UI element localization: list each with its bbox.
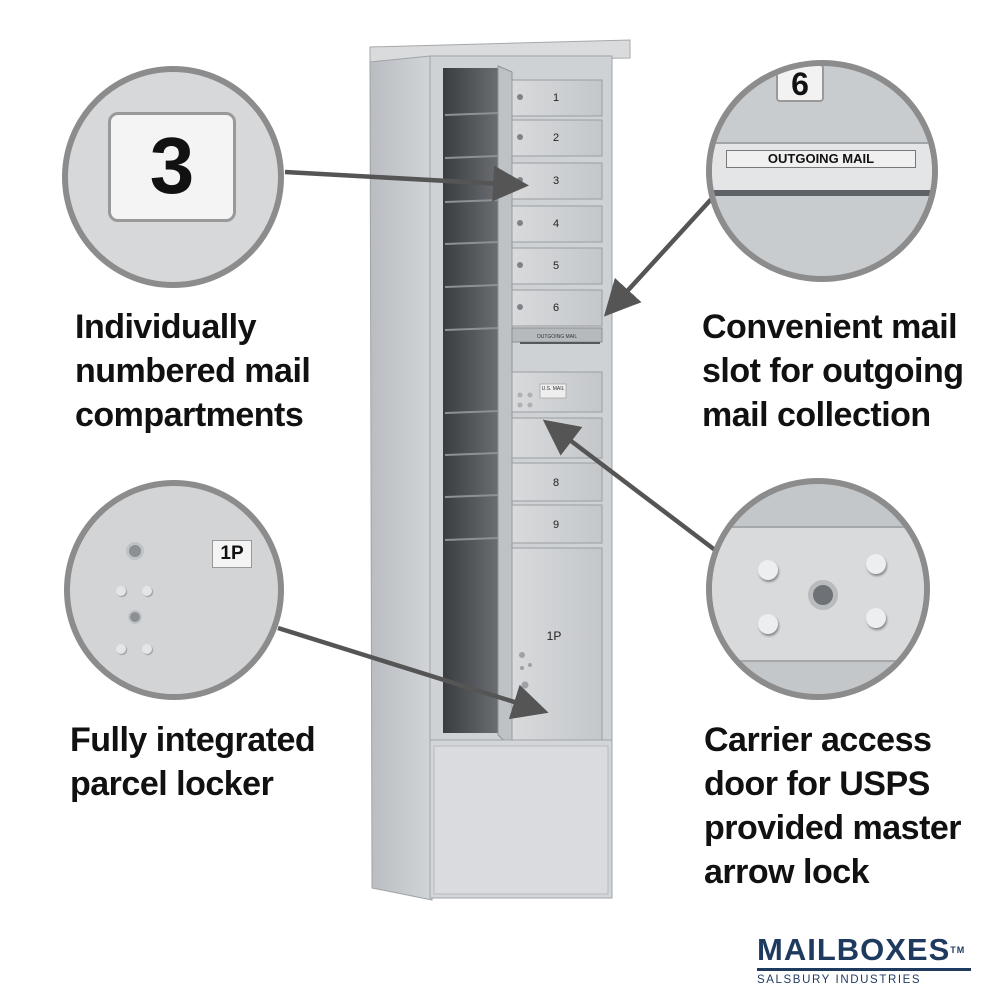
master-door-edge (497, 65, 513, 750)
caption-line: Carrier access (704, 721, 932, 759)
callout-parcel-locker: 1P (64, 480, 284, 700)
rivet-icon (758, 560, 778, 580)
rivet-icon (142, 644, 152, 654)
usps-label: U.S. MAIL (542, 386, 565, 392)
caption-line: Fully integrated (70, 721, 316, 759)
caption-line: Convenient mail (702, 308, 958, 346)
pointer-arrows (277, 165, 717, 720)
parcel-door-label: 1P (547, 629, 562, 643)
arrow-to-outgoing-slot (603, 193, 717, 317)
callout-carrier-lock (706, 478, 930, 700)
door-number: 9 (553, 519, 559, 531)
rivet-icon (116, 644, 126, 654)
callout-outgoing-slot: 6 OUTGOING MAIL (706, 60, 938, 282)
outgoing-mail-label: OUTGOING MAIL (726, 150, 916, 168)
rivet-icon (866, 554, 886, 574)
caption-numbered-compartments: Individually numbered mail compartments (75, 305, 311, 437)
compartment-doors-upper (511, 79, 603, 327)
caption-carrier-access: Carrier access door for USPS provided ma… (704, 718, 962, 894)
brand-name-row: MAILBOXESTM (757, 932, 977, 967)
caption-line: arrow lock (704, 853, 870, 891)
caption-parcel-locker: Fully integrated parcel locker (70, 718, 316, 806)
brand-name: MAILBOXES (757, 932, 951, 967)
brand-subtitle: SALSBURY INDUSTRIES (757, 974, 922, 986)
caption-outgoing-slot: Convenient mail slot for outgoing mail c… (702, 305, 964, 437)
door-number: 5 (553, 260, 559, 272)
carrier-door-rivets (517, 392, 533, 408)
unit-interior (443, 68, 499, 733)
door-number: 7 (553, 434, 559, 446)
brand-rule (757, 968, 971, 971)
door-number: 8 (553, 477, 559, 489)
caption-line: compartments (75, 396, 304, 434)
parcel-locker-door (511, 547, 603, 753)
rivet-icon (758, 614, 778, 634)
slot-opening (712, 190, 932, 196)
brand-trademark: TM (950, 945, 966, 955)
arrow-to-door-3 (284, 165, 529, 202)
unit-side-panel (369, 55, 433, 901)
caption-line: mail collection (702, 396, 931, 434)
rivet-icon (116, 586, 126, 596)
door-number: 1 (553, 92, 559, 104)
arrow-to-carrier-door (542, 419, 717, 552)
interior-shelves (444, 112, 500, 541)
rivet-icon (866, 608, 886, 628)
parcel-number-plate: 1P (212, 540, 252, 568)
arrow-lock-icon (808, 580, 838, 610)
caption-line: Individually (75, 308, 257, 346)
caption-line: door for USPS (704, 765, 930, 803)
door-number: 4 (553, 218, 559, 230)
caption-line: slot for outgoing (702, 352, 964, 390)
rivet-icon (142, 586, 152, 596)
number-plate-value: 3 (149, 121, 195, 210)
carrier-access-door (511, 371, 603, 413)
caption-line: numbered mail (75, 352, 311, 390)
slot-number-plate: 6 (776, 66, 824, 102)
door-number: 2 (553, 132, 559, 144)
caption-line: provided master (704, 809, 962, 847)
callout-numbered-compartment: 3 (62, 66, 284, 288)
lock-icon (128, 610, 142, 624)
parcel-lock-icon (126, 542, 144, 560)
unit-base-panel (433, 745, 609, 895)
arrow-to-parcel-locker (277, 625, 549, 720)
number-plate: 3 (108, 112, 236, 222)
door-number: 3 (553, 175, 559, 187)
outgoing-slot-label: OUTGOING MAIL (537, 334, 578, 340)
usps-label-plate (539, 383, 567, 399)
brand-logo: MAILBOXESTM SALSBURY INDUSTRIES (757, 932, 977, 986)
door-number: 6 (553, 302, 559, 314)
caption-line: parcel locker (70, 765, 274, 803)
